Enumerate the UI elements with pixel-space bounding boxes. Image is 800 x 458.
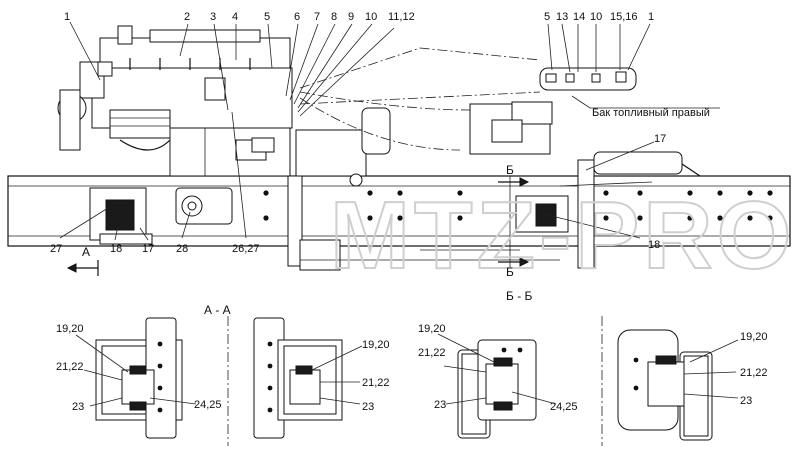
detail-a2 [253, 317, 363, 439]
callouts-detail-a2: 19,20 21,22 23 [362, 339, 390, 413]
d4-19-20: 19,20 [740, 331, 768, 343]
detail-b2 [617, 329, 739, 441]
watermark-text: MTZ-PRO [330, 182, 795, 289]
callout-3: 3 [210, 11, 216, 23]
callouts-detail-b1: 19,20 21,22 23 24,25 [418, 323, 578, 413]
engine [57, 25, 293, 245]
transmission [295, 107, 560, 271]
section-title-a: А - А [204, 303, 231, 317]
d2-23: 23 [362, 401, 374, 413]
fuel-lines [299, 47, 541, 151]
d1-24-25: 24,25 [194, 399, 222, 411]
section-mark-b-bottom: Б [506, 265, 514, 279]
section-mark-b-top: Б [506, 163, 514, 177]
callout-2: 2 [184, 11, 190, 23]
callout-9: 9 [348, 11, 354, 23]
tank-label: Бак топливный правый [592, 107, 710, 119]
d2-19-20: 19,20 [362, 339, 390, 351]
callout-tank-5: 5 [544, 11, 550, 23]
detail-b1 [437, 333, 557, 439]
callout-17-left: 17 [142, 243, 154, 255]
callout-27: 27 [50, 243, 62, 255]
callout-28: 28 [176, 243, 188, 255]
callout-11-12: 11,12 [388, 11, 415, 23]
callout-tank-15-16: 15,16 [610, 11, 638, 23]
detail-a1 [75, 317, 197, 439]
section-dividers [227, 316, 603, 446]
callout-1: 1 [64, 11, 70, 23]
callouts-detail-a1: 19,20 21,22 23 24,25 [56, 323, 222, 413]
leader-lines [59, 21, 720, 241]
callout-18-right: 18 [648, 239, 660, 251]
d1-19-20: 19,20 [56, 323, 84, 335]
d4-23: 23 [740, 395, 752, 407]
d3-23: 23 [434, 399, 446, 411]
section-labels: А Б Б А - А Б - Б [82, 163, 533, 317]
callout-7: 7 [314, 11, 320, 23]
callouts-detail-b2: 19,20 21,22 23 [740, 331, 768, 407]
callout-tank-10: 10 [590, 11, 602, 23]
section-title-b: Б - Б [506, 289, 533, 303]
callout-6: 6 [294, 11, 300, 23]
d3-19-20: 19,20 [418, 323, 446, 335]
callout-8: 8 [331, 11, 337, 23]
callout-17-right: 17 [654, 133, 666, 145]
callout-tank-13: 13 [556, 11, 568, 23]
callout-4: 4 [232, 11, 238, 23]
callout-10: 10 [365, 11, 377, 23]
section-mark-a: А [82, 245, 90, 259]
callouts-tank: 5 13 14 10 15,16 1 Бак топливный правый [544, 11, 710, 119]
d4-21-22: 21,22 [740, 367, 768, 379]
callout-tank-1: 1 [648, 11, 654, 23]
d2-21-22: 21,22 [362, 377, 390, 389]
section-arrows [66, 176, 530, 276]
callout-18-left: 18 [110, 243, 122, 255]
callout-tank-14: 14 [573, 11, 585, 23]
callouts-side: 17 27 18 17 28 26,27 18 [50, 133, 666, 255]
d1-21-22: 21,22 [56, 361, 84, 373]
d3-24-25: 24,25 [550, 401, 578, 413]
d1-23: 23 [72, 401, 84, 413]
callout-26-27: 26,27 [232, 243, 260, 255]
d3-21-22: 21,22 [418, 347, 446, 359]
callouts-top: 1 2 3 4 5 6 7 8 9 10 11,12 [64, 11, 415, 23]
callout-5: 5 [264, 11, 270, 23]
